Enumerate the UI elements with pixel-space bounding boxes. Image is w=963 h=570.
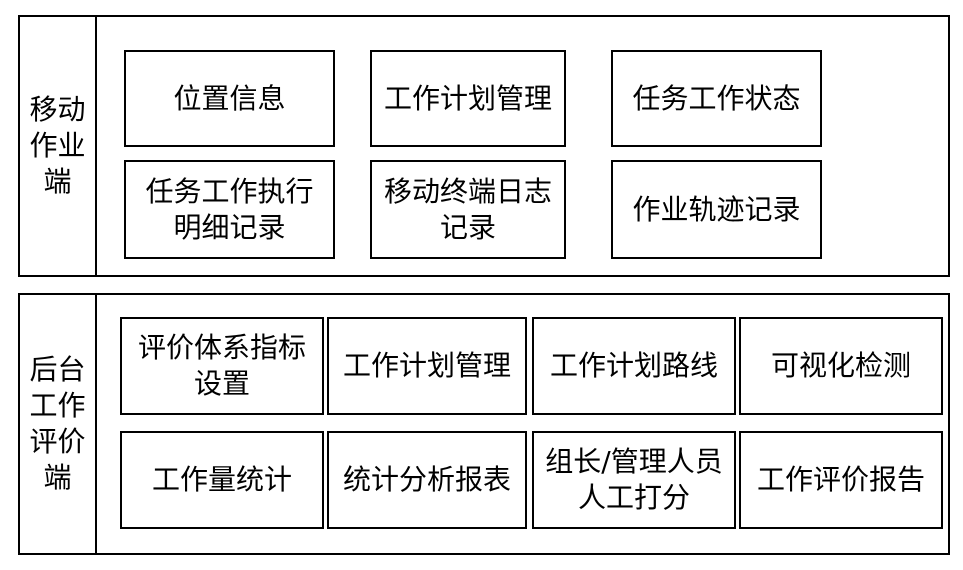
mobile-operation-panel: 移动作业端 位置信息 工作计划管理 任务工作状态 任务工作执行明细记录 移动终端… — [18, 15, 950, 277]
box-leader-manual-scoring: 组长/管理人员人工打分 — [532, 431, 736, 529]
box-evaluation-index-setup: 评价体系指标设置 — [120, 317, 324, 415]
mobile-panel-label-text: 移动作业端 — [29, 93, 86, 198]
box-task-work-status: 任务工作状态 — [611, 50, 822, 147]
backend-panel-label: 后台工作评价端 — [20, 295, 97, 553]
box-statistical-analysis-report: 统计分析报表 — [327, 431, 527, 529]
box-work-plan-route: 工作计划路线 — [532, 317, 736, 415]
box-work-trajectory-record: 作业轨迹记录 — [611, 160, 822, 259]
box-work-plan-management: 工作计划管理 — [327, 317, 527, 415]
mobile-panel-label: 移动作业端 — [20, 17, 97, 275]
box-location-info: 位置信息 — [124, 50, 335, 147]
box-mobile-terminal-log-record: 移动终端日志记录 — [370, 160, 566, 259]
box-visual-inspection: 可视化检测 — [739, 317, 943, 415]
box-work-evaluation-report: 工作评价报告 — [739, 431, 943, 529]
box-workload-statistics: 工作量统计 — [120, 431, 324, 529]
backend-panel-label-text: 后台工作评价端 — [29, 353, 86, 494]
box-work-plan-management: 工作计划管理 — [370, 50, 566, 147]
box-task-execution-detail-record: 任务工作执行明细记录 — [124, 160, 335, 259]
backend-evaluation-panel: 后台工作评价端 评价体系指标设置 工作计划管理 工作计划路线 可视化检测 工作量… — [18, 293, 950, 555]
